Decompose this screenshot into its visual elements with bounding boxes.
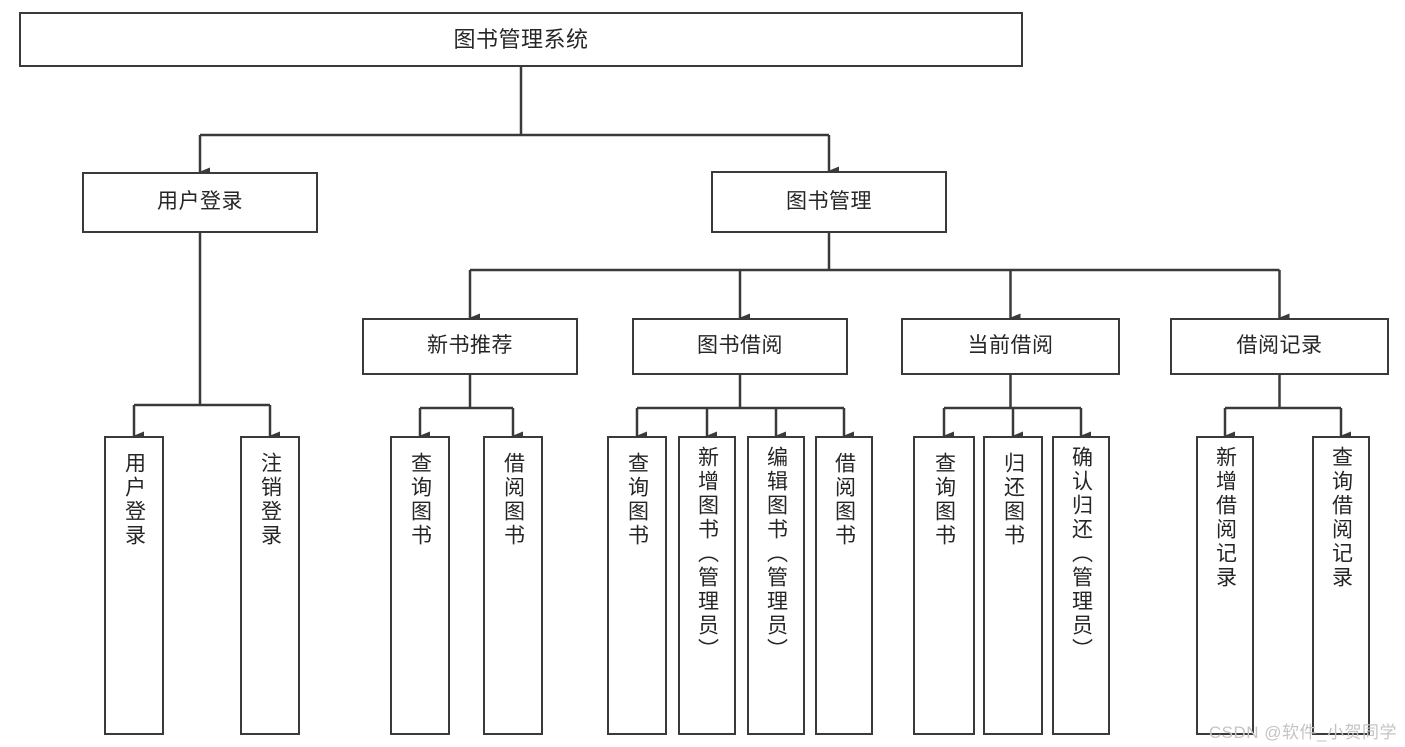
node-label: 查询图书 <box>932 452 956 548</box>
node-book-manage[interactable]: 图书管理 <box>711 171 947 233</box>
node-label: 注销登录 <box>258 452 282 548</box>
node-leaf-add-book[interactable]: 新增图书（管理员） <box>678 436 736 735</box>
node-label: 借阅记录 <box>1236 334 1323 358</box>
node-label: 图书管理系统 <box>453 26 589 52</box>
node-label: 图书管理 <box>786 189 872 213</box>
node-label: 借阅图书 <box>832 452 856 548</box>
node-book-borrow[interactable]: 图书借阅 <box>632 318 848 375</box>
node-label: 用户登录 <box>122 452 146 548</box>
node-label: 编辑图书（管理员） <box>764 446 788 662</box>
node-new-book-rec[interactable]: 新书推荐 <box>362 318 578 375</box>
node-leaf-borrow-book-2[interactable]: 借阅图书 <box>815 436 873 735</box>
node-leaf-query-record[interactable]: 查询借阅记录 <box>1312 436 1370 735</box>
node-leaf-return-book[interactable]: 归还图书 <box>983 436 1043 735</box>
node-leaf-add-record[interactable]: 新增借阅记录 <box>1196 436 1254 735</box>
node-label: 确认归还（管理员） <box>1069 446 1093 662</box>
node-borrow-record[interactable]: 借阅记录 <box>1170 318 1389 375</box>
node-leaf-logout[interactable]: 注销登录 <box>240 436 300 735</box>
node-leaf-confirm-return[interactable]: 确认归还（管理员） <box>1052 436 1110 735</box>
node-label: 图书借阅 <box>697 334 783 358</box>
node-leaf-edit-book[interactable]: 编辑图书（管理员） <box>747 436 805 735</box>
node-root[interactable]: 图书管理系统 <box>19 12 1023 67</box>
node-user-login[interactable]: 用户登录 <box>82 172 318 233</box>
node-leaf-query-book-1[interactable]: 查询图书 <box>390 436 450 735</box>
node-label: 当前借阅 <box>967 334 1054 358</box>
node-label: 归还图书 <box>1001 452 1025 548</box>
node-leaf-user-login[interactable]: 用户登录 <box>104 436 164 735</box>
node-label: 借阅图书 <box>501 452 525 548</box>
node-label: 查询图书 <box>625 452 649 548</box>
node-leaf-query-book-2[interactable]: 查询图书 <box>607 436 667 735</box>
node-label: 查询图书 <box>408 452 432 548</box>
node-label: 新增借阅记录 <box>1213 446 1237 590</box>
node-label: 新书推荐 <box>427 334 513 358</box>
node-current-borrow[interactable]: 当前借阅 <box>901 318 1120 375</box>
node-leaf-query-book-3[interactable]: 查询图书 <box>913 436 975 735</box>
node-label: 用户登录 <box>157 190 243 214</box>
node-label: 新增图书（管理员） <box>695 446 719 662</box>
node-leaf-borrow-book-1[interactable]: 借阅图书 <box>483 436 543 735</box>
node-label: 查询借阅记录 <box>1329 446 1353 590</box>
